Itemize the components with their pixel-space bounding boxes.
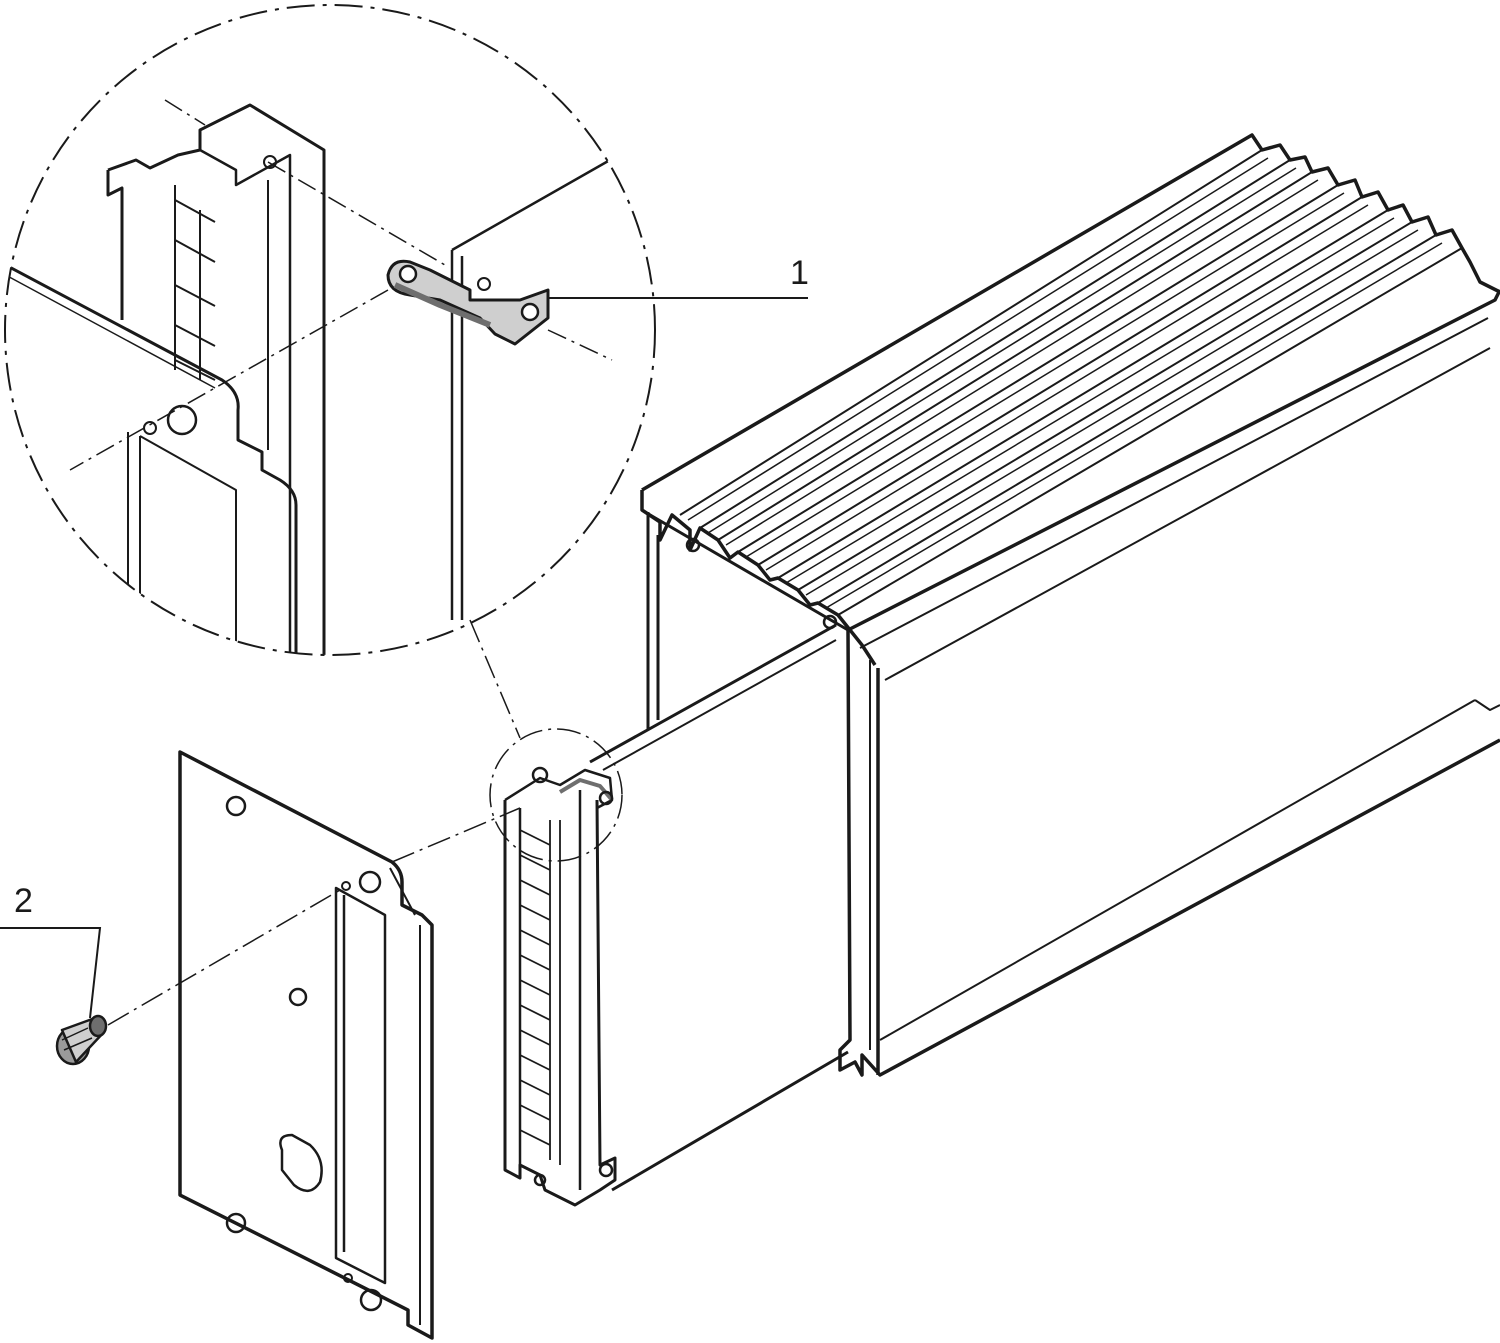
detail-view xyxy=(4,4,656,656)
detail-plate-slot xyxy=(127,432,237,655)
front-plate-hole xyxy=(359,1288,383,1312)
housing xyxy=(640,133,1500,1077)
callout-label-2: 2 xyxy=(14,882,33,920)
housing-top-outline xyxy=(641,133,1500,492)
detail-plate-hole-large xyxy=(166,404,198,436)
front-plate-hole xyxy=(341,881,351,891)
front-plate-hole xyxy=(343,1273,353,1283)
detail-plate-hole-small xyxy=(143,421,157,435)
assembly-line-plate-to-card xyxy=(391,807,521,863)
front-plate-outline xyxy=(178,750,434,1340)
detail-pcb xyxy=(450,158,611,620)
front-plate-hole xyxy=(225,795,247,817)
detail-leader-line xyxy=(469,619,521,739)
card-board xyxy=(589,623,849,1192)
front-plate-hole xyxy=(288,987,308,1007)
front-plate-hole xyxy=(225,1212,247,1234)
screw-icon xyxy=(55,1014,108,1066)
bracket-icon xyxy=(386,259,550,346)
assembly-line-screw-to-plate xyxy=(107,889,341,1026)
circuit-card xyxy=(503,623,849,1207)
callout-leader-2 xyxy=(0,927,102,1019)
detail-circle xyxy=(4,4,656,656)
front-plate-knob-hole xyxy=(279,1133,323,1192)
front-plate-hole xyxy=(358,870,382,894)
front-plate-slot xyxy=(334,886,387,1285)
detail-reference-circle xyxy=(489,728,623,862)
callout-label-1: 1 xyxy=(790,254,809,292)
detail-front-plate xyxy=(5,260,298,655)
front-plate xyxy=(178,750,434,1340)
card-connector xyxy=(503,799,617,1207)
